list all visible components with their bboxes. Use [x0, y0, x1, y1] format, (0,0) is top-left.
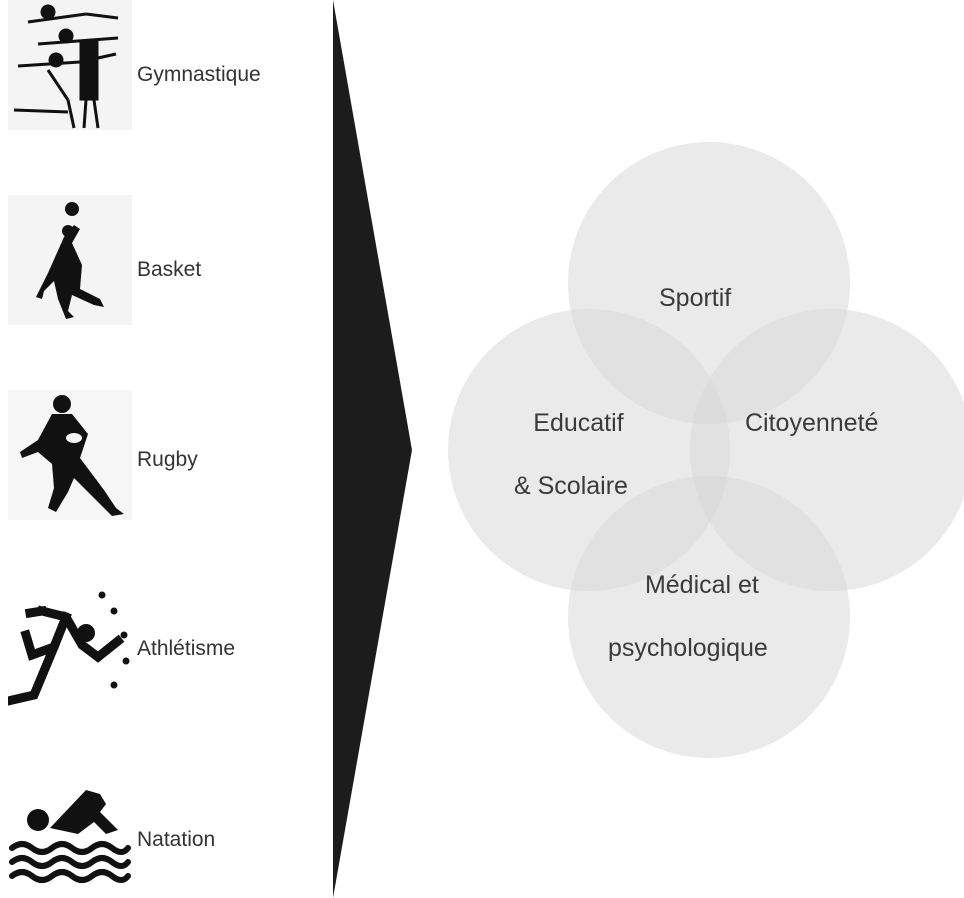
- medical-line-1: Médical et: [644, 571, 759, 599]
- venn-label-medical: Médical et psychologique: [608, 570, 768, 663]
- venn-label-citoyennete: Citoyenneté: [745, 409, 879, 437]
- circle-medical: [568, 476, 850, 758]
- basketball-player-icon: [8, 195, 132, 325]
- venn-label-sportif: Sportif: [659, 284, 732, 312]
- sport-item-rugby: Rugby: [0, 390, 330, 520]
- swimmer-icon: [9, 790, 131, 883]
- sport-item-basket: Basket: [0, 195, 330, 325]
- rugby-player-icon: [8, 390, 132, 520]
- sport-label: Natation: [137, 828, 216, 851]
- runner-icon: [8, 591, 130, 706]
- sport-label: Rugby: [137, 448, 198, 471]
- educatif-line-2: & Scolaire: [514, 472, 628, 500]
- sport-item-gymnastique: Gymnastique: [0, 0, 330, 130]
- medical-line-2: psychologique: [608, 634, 768, 662]
- venn-label-educatif: Educatif & Scolaire: [514, 408, 628, 501]
- sport-item-natation: Natation: [0, 768, 330, 898]
- sport-label: Athlétisme: [137, 637, 236, 660]
- educatif-line-1: Educatif: [533, 409, 624, 437]
- gymnastics-icon: [8, 0, 132, 130]
- sport-label: Basket: [137, 258, 202, 281]
- sport-label: Gymnastique: [137, 63, 261, 86]
- sport-item-athletisme: Athlétisme: [0, 585, 330, 715]
